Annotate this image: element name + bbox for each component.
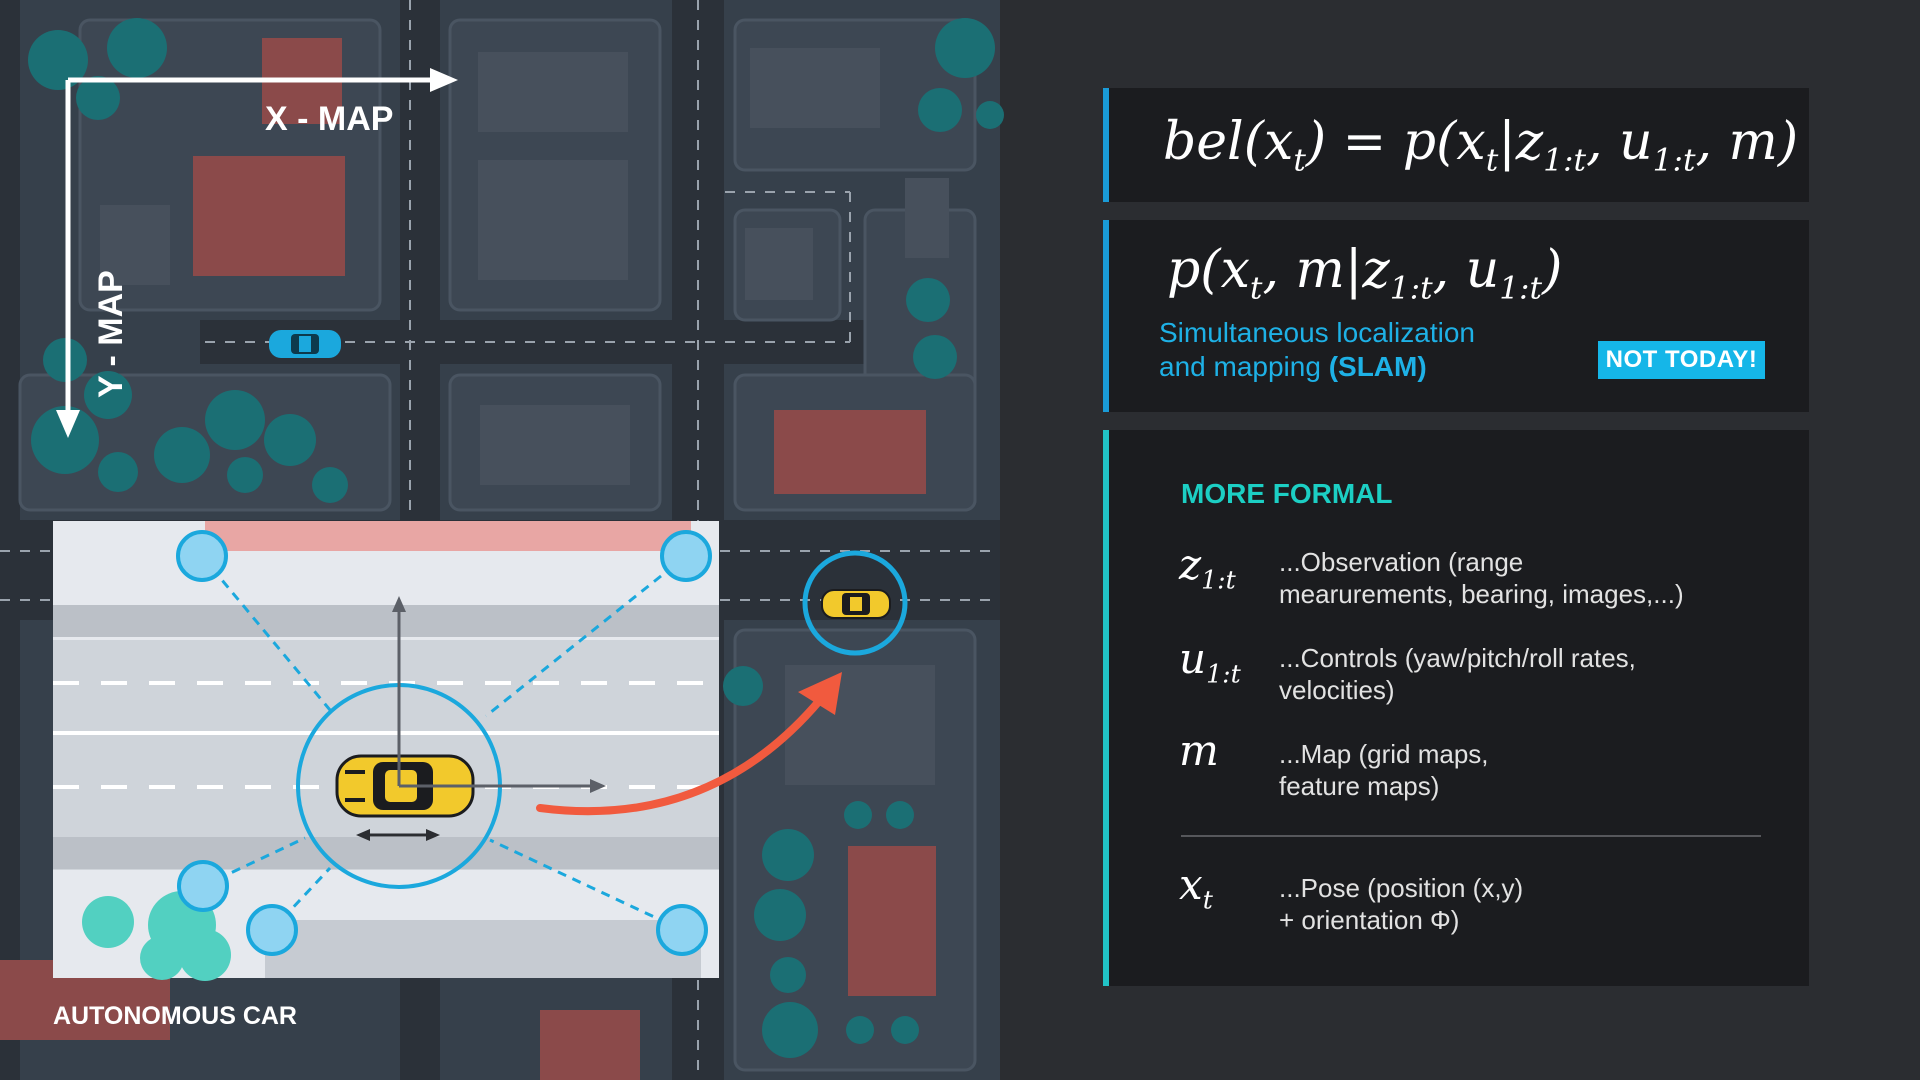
pose-symbol: xt xyxy=(1179,860,1213,915)
more-formal-title: MORE FORMAL xyxy=(1181,478,1393,509)
zoom-arrow xyxy=(536,696,824,816)
landmark xyxy=(656,904,708,956)
zoom-inset xyxy=(53,521,719,981)
trees xyxy=(28,18,1004,1058)
landmark xyxy=(177,860,229,912)
slam-description: Simultaneous localization and mapping (S… xyxy=(1159,316,1475,384)
controls-description: ...Controls (yaw/pitch/roll rates, veloc… xyxy=(1279,643,1636,705)
y-axis-label: Y - MAP xyxy=(92,270,130,398)
x-axis-label: X - MAP xyxy=(265,100,393,138)
zoom-arrow-head xyxy=(798,672,842,715)
landmark xyxy=(660,530,712,582)
other-car xyxy=(269,330,341,358)
belief-panel: bel(xt) = p(xt|z1:t, u1:t, m) xyxy=(1103,88,1809,202)
slam-text-line2: and mapping (SLAM) xyxy=(1159,351,1427,382)
building-roofs xyxy=(100,48,949,785)
map-car xyxy=(821,589,891,619)
slam-formula: p(xt, m|z1:t, u1:t) xyxy=(1167,240,1563,307)
landmark xyxy=(246,904,298,956)
map-description: ...Map (grid maps, feature maps) xyxy=(1279,739,1489,801)
motion-arrow xyxy=(356,829,440,841)
definitions-divider xyxy=(1181,835,1761,837)
observation-description: ...Observation (range mearurements, bear… xyxy=(1279,547,1684,609)
observation-symbol: z1:t xyxy=(1179,540,1236,595)
map-axes xyxy=(56,68,458,438)
map-symbol: m xyxy=(1179,726,1219,775)
landmarks xyxy=(176,530,712,956)
belief-formula: bel(xt) = p(xt|z1:t, u1:t, m) xyxy=(1163,112,1799,179)
not-today-badge: NOT TODAY! xyxy=(1598,341,1765,379)
pose-description: ...Pose (position (x,y) + orientation Φ) xyxy=(1279,873,1524,935)
autonomous-car-caption: AUTONOMOUS CAR xyxy=(53,1002,297,1030)
slam-panel: p(xt, m|z1:t, u1:t) Simultaneous localiz… xyxy=(1103,220,1809,412)
landmark xyxy=(176,530,228,582)
car-map-marker xyxy=(802,550,908,656)
formal-panel: MORE FORMAL z1:t ...Observation (range m… xyxy=(1103,430,1809,986)
slam-text-line1: Simultaneous localization xyxy=(1159,317,1475,348)
car-frame-axes xyxy=(392,596,606,793)
controls-symbol: u1:t xyxy=(1179,634,1241,689)
